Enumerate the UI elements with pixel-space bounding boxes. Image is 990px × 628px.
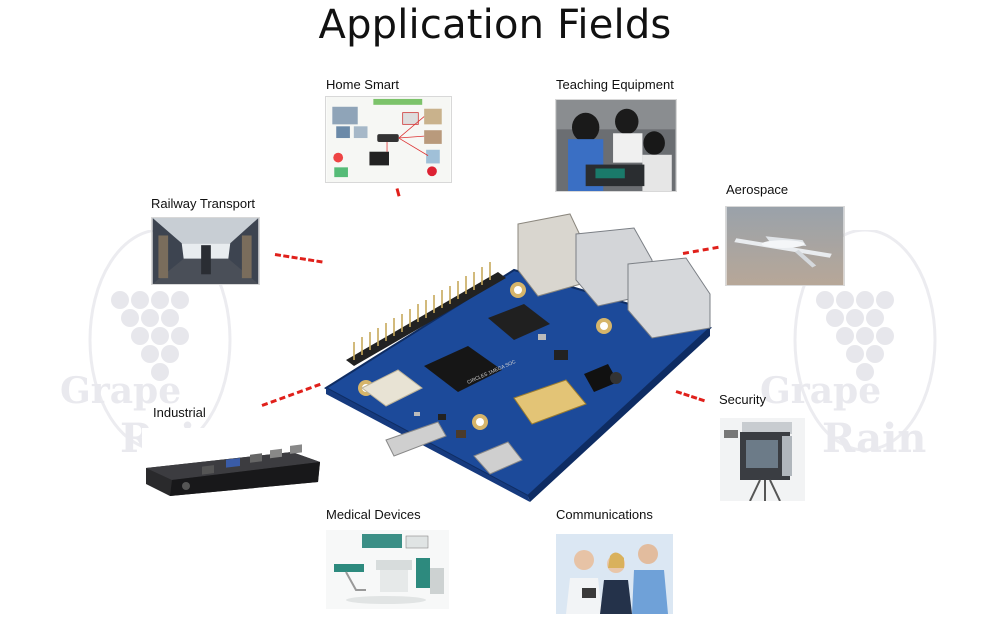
photo-medical-devices (326, 530, 449, 609)
connector-home-smart (395, 188, 401, 197)
label-home-smart: Home Smart (326, 77, 399, 92)
label-aerospace: Aerospace (726, 182, 789, 197)
soc-chip (424, 346, 502, 392)
label-communications: Communications (556, 507, 653, 522)
label-industrial: Industrial (153, 405, 206, 420)
connector-railway (274, 253, 323, 264)
grape-logo-icon (793, 228, 937, 452)
watermark-text-top: Grape (60, 370, 182, 412)
watermark-text-top: Grape (760, 370, 882, 412)
watermark-text-bottom: Rain (822, 415, 927, 462)
usb-port-2 (627, 257, 711, 339)
grape-logo-icon (88, 228, 232, 452)
page-title: Application Fields (318, 2, 672, 48)
photo-home-smart (325, 96, 452, 183)
label-medical-devices: Medical Devices (326, 507, 421, 522)
connector-industrial (261, 382, 321, 407)
label-security: Security (719, 392, 766, 407)
photo-industrial (142, 428, 322, 498)
hdmi-port (513, 379, 587, 425)
photo-aerospace (725, 206, 845, 286)
photo-communications (556, 534, 673, 614)
orange-pi-board: CIRCLES 1MEGA SOC (318, 210, 716, 502)
label-railway-transport: Railway Transport (151, 196, 256, 211)
photo-railway-transport (151, 217, 260, 285)
label-teaching-equipment: Teaching Equipment (556, 77, 674, 92)
photo-security (720, 418, 805, 501)
watermark-right: Grape Rain (760, 228, 970, 470)
photo-teaching-equipment (555, 99, 677, 192)
